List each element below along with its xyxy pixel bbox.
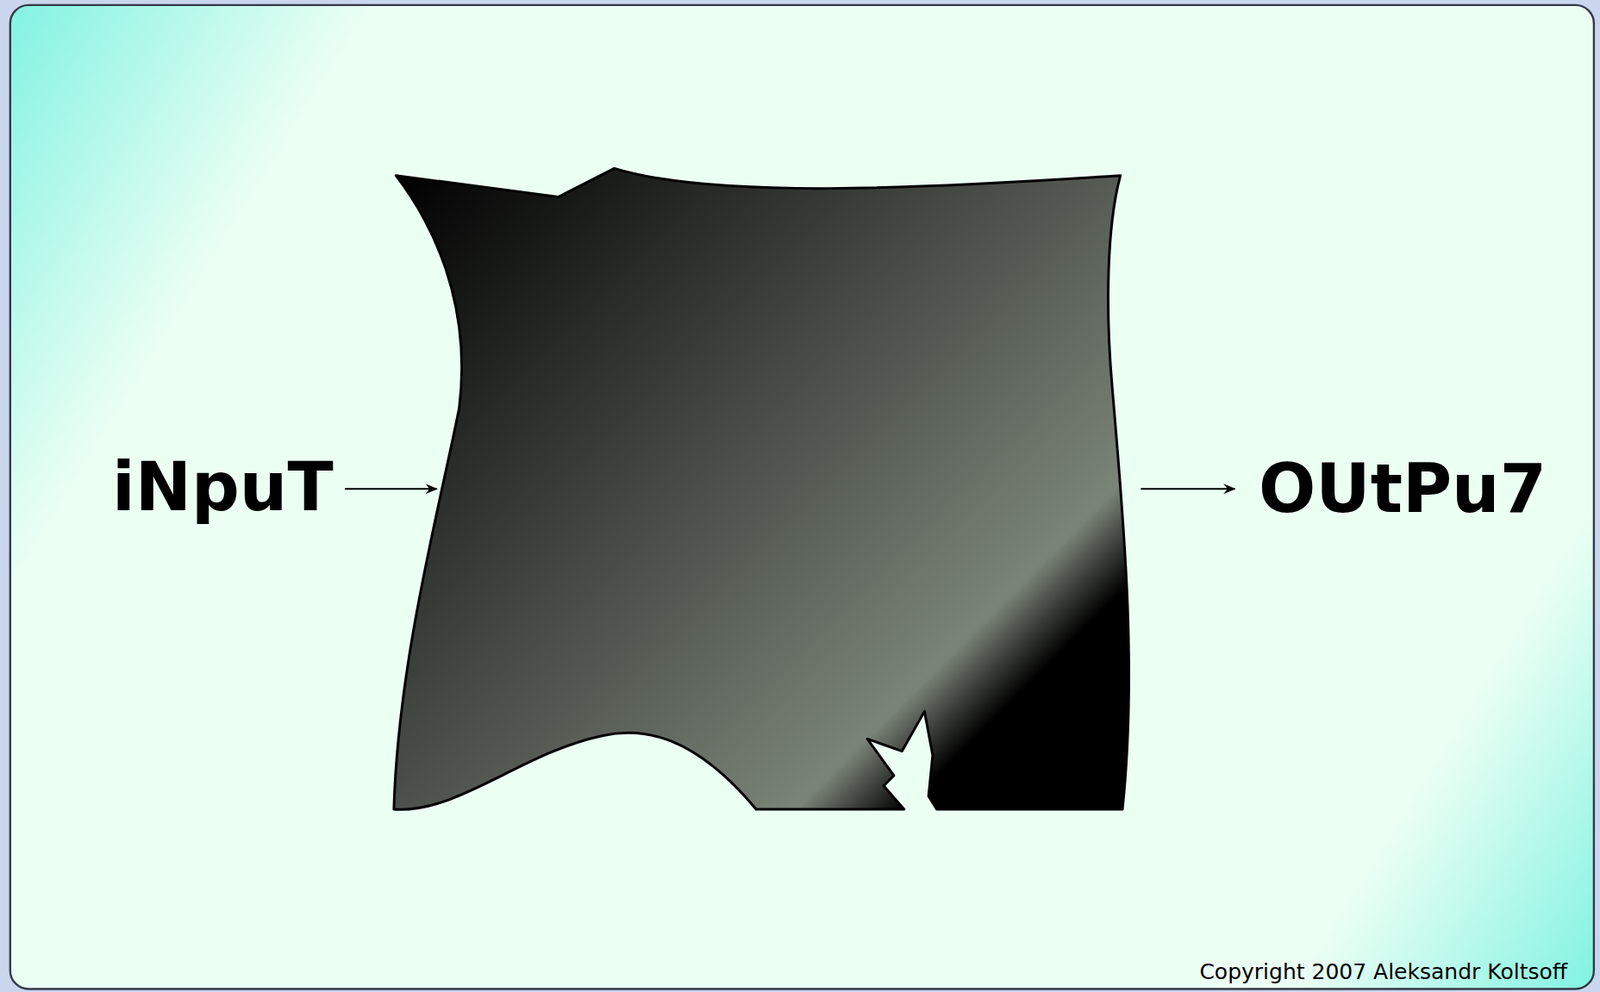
background-panel: [10, 5, 1594, 990]
input-arrow: [344, 487, 438, 490]
output-label: OUtPu7: [1258, 452, 1547, 527]
output-arrow: [1140, 487, 1235, 490]
input-label: iNpuT: [112, 450, 334, 525]
black-box-shape: [393, 168, 1130, 810]
copyright-note: Copyright 2007 Aleksandr Koltsoff: [1199, 960, 1568, 985]
